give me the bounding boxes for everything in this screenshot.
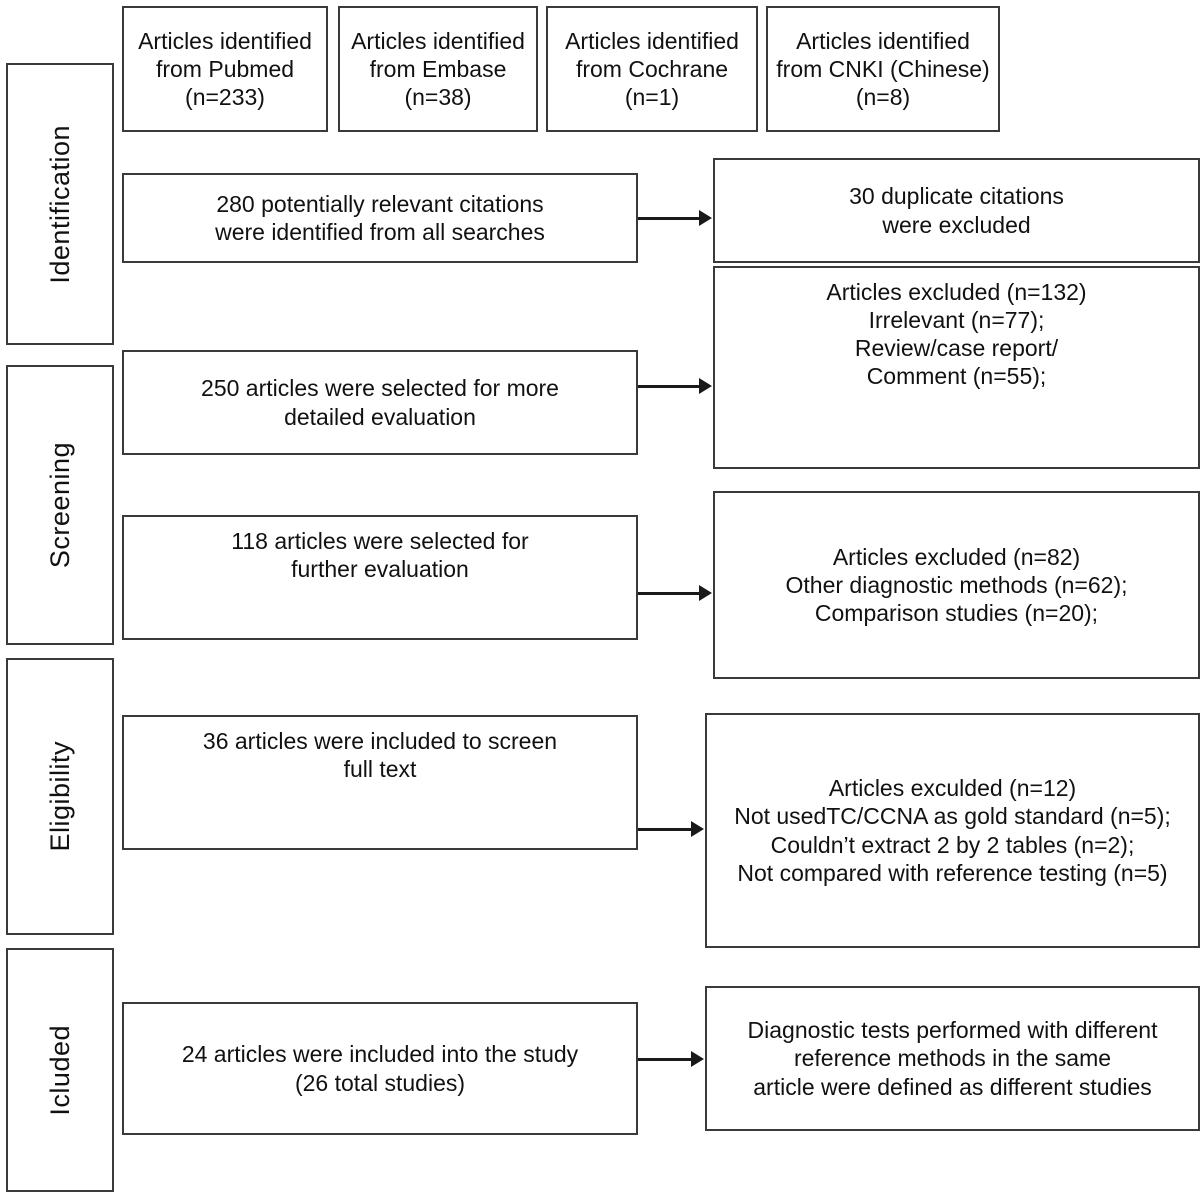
connector-arrow-head xyxy=(699,378,712,394)
stage-label-eligibility: Eligibility xyxy=(6,658,114,935)
source-box-text: Articles identified from Pubmed (n=233) xyxy=(138,27,312,111)
flow-box-text: 250 articles were selected for more deta… xyxy=(201,375,559,430)
source-box-cochrane: Articles identified from Cochrane (n=1) xyxy=(546,6,758,132)
exclusion-box-duplicates: 30 duplicate citations were excluded xyxy=(713,158,1200,263)
flow-box-text: 24 articles were included into the study… xyxy=(181,1041,579,1096)
source-box-embase: Articles identified from Embase (n=38) xyxy=(338,6,538,132)
source-box-text: Articles identified from Cochrane (n=1) xyxy=(565,27,739,111)
exclusion-box-text: Diagnostic tests performed with differen… xyxy=(747,1017,1158,1100)
stage-label-screening: Screening xyxy=(6,365,114,645)
flow-box-detailed-evaluation: 250 articles were selected for more deta… xyxy=(122,350,638,455)
exclusion-box-text: 30 duplicate citations were excluded xyxy=(849,183,1064,238)
connector-arrow-head xyxy=(699,210,712,226)
flow-box-further-evaluation: 118 articles were selected for further e… xyxy=(122,515,638,640)
connector-arrow-head xyxy=(691,1051,704,1067)
stage-label-included: Icluded xyxy=(6,948,114,1192)
stage-label-text: Screening xyxy=(44,441,75,569)
exclusion-box-excluded-132: Articles excluded (n=132) Irrelevant (n=… xyxy=(713,266,1200,469)
stage-label-text: Identification xyxy=(44,124,75,284)
connector-arrow-head xyxy=(691,821,704,837)
source-box-cnki: Articles identified from CNKI (Chinese) … xyxy=(766,6,1000,132)
flow-box-text: 280 potentially relevant citations were … xyxy=(215,190,545,245)
connector-arrow-line xyxy=(638,1058,692,1061)
stage-label-text: Eligibility xyxy=(44,741,75,852)
source-box-pubmed: Articles identified from Pubmed (n=233) xyxy=(122,6,328,132)
exclusion-box-text: Articles exculded (n=12) Not usedTC/CCNA… xyxy=(734,775,1171,886)
flow-box-full-text-screen: 36 articles were included to screen full… xyxy=(122,715,638,850)
exclusion-box-excluded-12: Articles exculded (n=12) Not usedTC/CCNA… xyxy=(705,713,1200,948)
exclusion-box-text: Articles excluded (n=132) Irrelevant (n=… xyxy=(826,279,1087,390)
exclusion-box-studies-definition: Diagnostic tests performed with differen… xyxy=(705,986,1200,1131)
flow-box-included-study: 24 articles were included into the study… xyxy=(122,1002,638,1135)
connector-arrow-line xyxy=(638,385,700,388)
exclusion-box-excluded-82: Articles excluded (n=82) Other diagnosti… xyxy=(713,491,1200,679)
connector-arrow-line xyxy=(638,592,700,595)
connector-arrow-head xyxy=(699,585,712,601)
flow-box-text: 36 articles were included to screen full… xyxy=(202,728,558,783)
stage-label-text: Icluded xyxy=(44,1024,75,1116)
source-box-text: Articles identified from CNKI (Chinese) … xyxy=(776,27,990,111)
stage-label-identification: Identification xyxy=(6,63,114,345)
connector-arrow-line xyxy=(638,828,692,831)
flow-box-text: 118 articles were selected for further e… xyxy=(231,528,529,583)
flow-box-citations-identified: 280 potentially relevant citations were … xyxy=(122,173,638,263)
exclusion-box-text: Articles excluded (n=82) Other diagnosti… xyxy=(785,543,1128,627)
connector-arrow-line xyxy=(638,217,700,220)
source-box-text: Articles identified from Embase (n=38) xyxy=(351,27,525,111)
